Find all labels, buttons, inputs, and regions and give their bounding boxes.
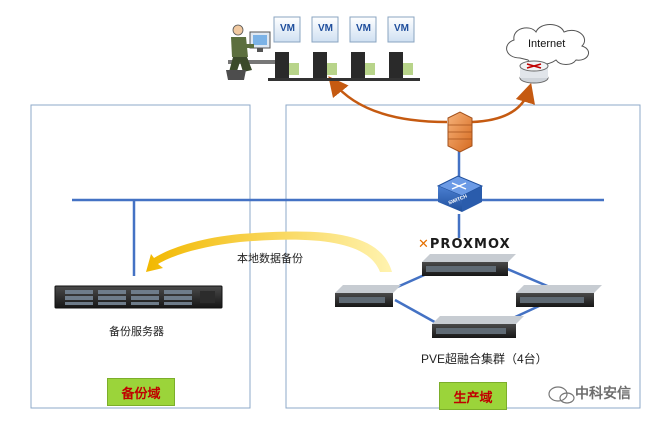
vm-box-1 <box>273 16 301 43</box>
backup-server-label: 备份服务器 <box>109 326 164 338</box>
vm-label-1: VM <box>280 23 295 34</box>
cluster-server-right <box>516 285 602 307</box>
pc-3 <box>351 52 375 78</box>
vm-label-4: VM <box>394 23 409 34</box>
vm-label-3: VM <box>356 23 371 34</box>
proxmox-logo: ✕PROXMOX <box>418 237 511 252</box>
pc-1 <box>275 52 299 78</box>
watermark-icon <box>548 386 575 404</box>
backup-zone-badge: 备份域 <box>107 378 175 406</box>
cluster-server-left <box>335 285 401 307</box>
cluster-server-bottom <box>432 316 524 338</box>
backup-zone-box <box>30 104 251 409</box>
link-to-internet <box>471 82 535 124</box>
cluster-label: PVE超融合集群（4台） <box>421 352 548 366</box>
vm-group <box>268 16 420 81</box>
backup-arrow-label: 本地数据备份 <box>237 253 303 265</box>
workstation-icon <box>226 24 276 80</box>
internet-cloud <box>506 24 590 65</box>
backup-server-icon <box>54 285 223 309</box>
backup-arrow <box>146 231 392 272</box>
production-zone-badge: 生产域 <box>439 382 507 410</box>
cluster-server-top <box>422 254 516 276</box>
watermark-text: 中科安信 <box>575 385 631 401</box>
proxmox-logo-text: PROXMOX <box>429 237 511 252</box>
link-to-workstation <box>328 76 448 124</box>
firewall-icon <box>447 111 473 153</box>
switch-icon <box>436 175 484 212</box>
workstation-desk <box>268 78 420 81</box>
pc-4 <box>389 52 413 78</box>
vm-label-2: VM <box>318 23 333 34</box>
vm-box-3 <box>349 16 377 43</box>
pc-2 <box>313 52 337 78</box>
internet-label: Internet <box>528 38 566 50</box>
router-icon <box>519 60 549 84</box>
vm-box-4 <box>387 16 415 43</box>
proxmox-x-icon: ✕ <box>418 237 430 252</box>
vm-box-2 <box>311 16 339 43</box>
